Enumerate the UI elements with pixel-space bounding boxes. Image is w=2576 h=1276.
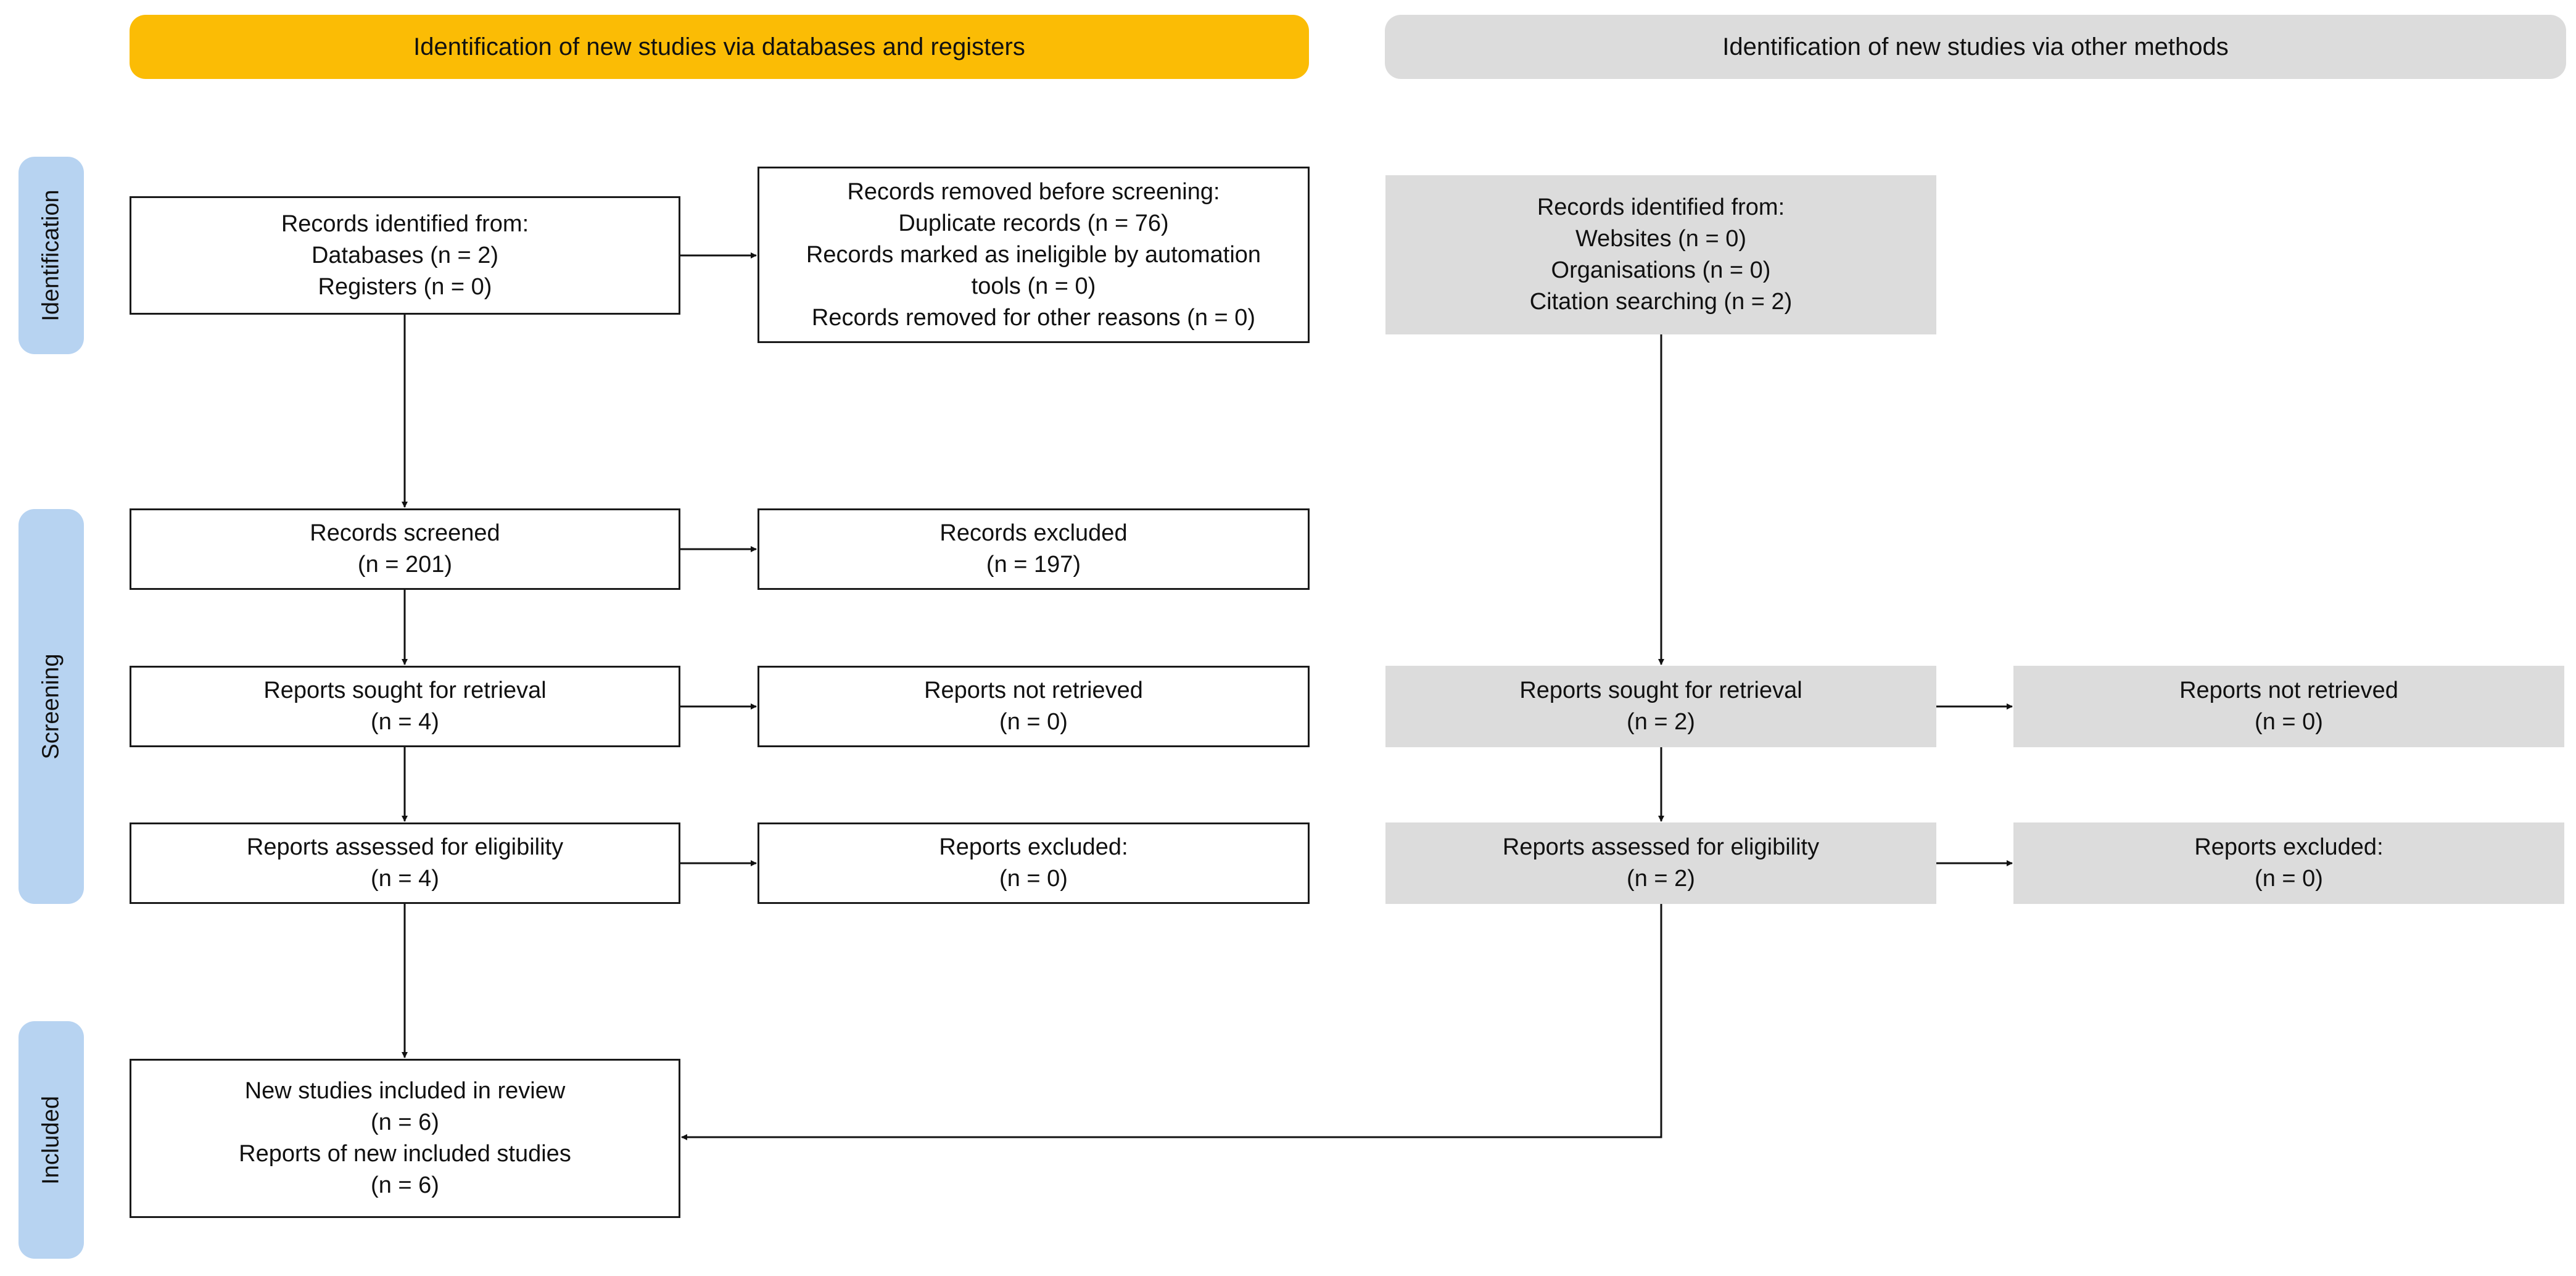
- box-line: Websites (n = 0): [1575, 226, 1747, 252]
- db-reports-not-retrieved-box: Reports not retrieved (n = 0): [758, 666, 1310, 747]
- box-line: New studies included in review: [244, 1078, 566, 1104]
- stage-included: Included: [19, 1021, 84, 1259]
- other-methods-header-label: Identification of new studies via other …: [1722, 33, 2229, 60]
- box-line: Records screened: [310, 520, 500, 546]
- box-line: Reports not retrieved: [2179, 677, 2398, 703]
- box-line: Reports of new included studies: [239, 1141, 571, 1167]
- box-line: Records identified from:: [1537, 194, 1785, 220]
- other-reports-not-retrieved-box: Reports not retrieved (n = 0): [2013, 666, 2564, 747]
- box-line: (n = 4): [371, 709, 439, 735]
- box-line: Records identified from:: [281, 210, 529, 237]
- box-line: Registers (n = 0): [318, 273, 492, 300]
- box-line: (n = 2): [1627, 709, 1695, 735]
- box-line: (n = 6): [371, 1172, 439, 1198]
- other-reports-excluded-box: Reports excluded: (n = 0): [2013, 822, 2564, 904]
- databases-header: Identification of new studies via databa…: [130, 15, 1309, 79]
- box-line: Records removed for other reasons (n = 0…: [811, 304, 1256, 331]
- db-reports-excluded-box: Reports excluded: (n = 0): [758, 822, 1310, 904]
- db-reports-assessed-box: Reports assessed for eligibility (n = 4): [130, 822, 680, 904]
- box-line: Records marked as ineligible by automati…: [806, 241, 1261, 268]
- other-methods-header: Identification of new studies via other …: [1385, 15, 2566, 79]
- box-line: (n = 0): [2255, 709, 2323, 735]
- box-line: Reports sought for retrieval: [1519, 677, 1802, 703]
- box-line: (n = 0): [999, 709, 1068, 735]
- other-reports-assessed-box: Reports assessed for eligibility (n = 2): [1385, 822, 1936, 904]
- box-line: Reports not retrieved: [924, 677, 1143, 703]
- box-line: Records excluded: [939, 520, 1128, 546]
- included-studies-box: New studies included in review (n = 6) R…: [130, 1059, 680, 1218]
- box-line: Reports excluded:: [939, 834, 1128, 860]
- db-records-screened-box: Records screened (n = 201): [130, 508, 680, 590]
- box-line: Databases (n = 2): [311, 242, 499, 268]
- box-line: Reports excluded:: [2194, 834, 2384, 860]
- box-line: (n = 201): [357, 552, 453, 578]
- box-line: (n = 0): [2255, 866, 2323, 892]
- box-line: Citation searching (n = 2): [1529, 289, 1793, 315]
- box-line: (n = 4): [371, 866, 439, 892]
- box-line: Reports sought for retrieval: [263, 677, 547, 703]
- db-records-removed-box: Records removed before screening: Duplic…: [758, 167, 1310, 343]
- box-line: (n = 0): [999, 866, 1068, 892]
- db-records-excluded-box: Records excluded (n = 197): [758, 508, 1310, 590]
- db-reports-sought-box: Reports sought for retrieval (n = 4): [130, 666, 680, 747]
- box-line: Reports assessed for eligibility: [246, 834, 564, 860]
- box-line: Records removed before screening:: [847, 178, 1220, 205]
- box-line: Organisations (n = 0): [1551, 257, 1771, 283]
- box-line: (n = 6): [371, 1109, 439, 1135]
- other-records-identified-box: Records identified from: Websites (n = 0…: [1385, 175, 1936, 334]
- stage-identification: Identification: [19, 157, 84, 354]
- box-line: tools (n = 0): [971, 273, 1096, 299]
- arrow-other-assessed-to-included: [681, 904, 1662, 1140]
- box-line: Duplicate records (n = 76): [898, 210, 1169, 236]
- box-line: Reports assessed for eligibility: [1502, 834, 1820, 860]
- databases-header-label: Identification of new studies via databa…: [413, 33, 1025, 60]
- db-records-identified-box: Records identified from: Databases (n = …: [130, 196, 680, 315]
- other-reports-sought-box: Reports sought for retrieval (n = 2): [1385, 666, 1936, 747]
- stage-screening: Screening: [19, 509, 84, 904]
- box-line: (n = 2): [1627, 866, 1695, 892]
- box-line: (n = 197): [986, 552, 1081, 578]
